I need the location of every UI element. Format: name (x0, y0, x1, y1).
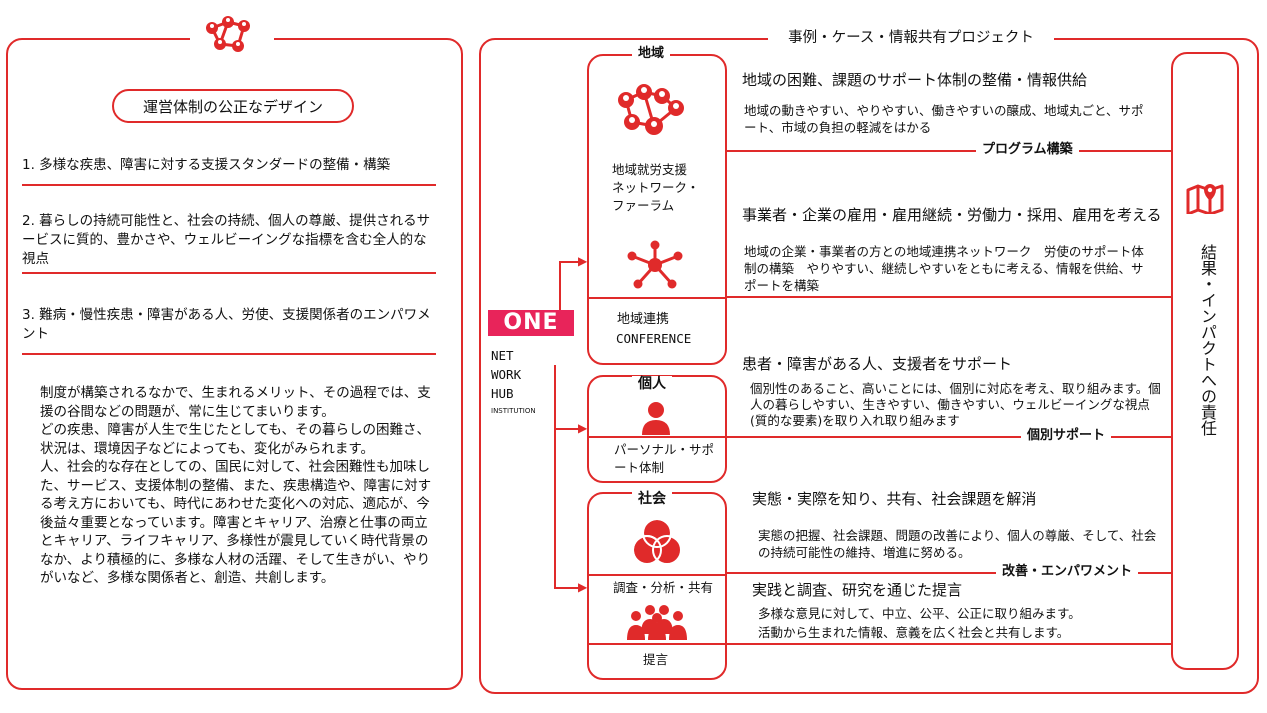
divider (22, 353, 436, 355)
one-logo: ONE (488, 310, 574, 336)
individual-label: パーソナル・サポート体制 (614, 442, 715, 475)
conference-label-1: 地域連携 (617, 312, 670, 327)
individual-tag: 個人 (632, 376, 672, 392)
left-panel-title-text: 運営体制の公正なデザイン (142, 97, 323, 116)
left-panel-title: 運営体制の公正なデザイン (112, 89, 354, 123)
region-line-2 (727, 296, 1171, 298)
right-panel-title: 事例・ケース・情報共有プロジェクト (768, 29, 1054, 47)
region-line-1 (727, 150, 1171, 152)
network-label-3: HUB (491, 386, 514, 401)
divider (22, 272, 436, 274)
connector (554, 365, 556, 588)
society-sub: 改善・エンパワメント (996, 564, 1139, 580)
individual-desc: 個別性のあること、高いことには、個別に対応を考え、取り組みます。個人の暮らしやす… (750, 381, 1161, 428)
map-pin-icon (1186, 182, 1224, 218)
result-box (1171, 52, 1239, 670)
person-icon (640, 401, 672, 439)
network-label-1: NET (491, 348, 514, 363)
society-heading-1: 実態・実際を知り、共有、社会課題を解消 (752, 490, 1037, 508)
society-label-2: 提言 (643, 652, 669, 667)
network-label-2: WORK (491, 367, 522, 382)
venn-diagram-icon (630, 516, 684, 574)
society-line-1 (727, 572, 1171, 574)
region-heading-2: 事業者・企業の雇用・雇用継続・労働力・採用、雇用を考える (742, 206, 1162, 224)
region-divider (589, 297, 725, 299)
hub-network-icon (626, 240, 684, 294)
connector (554, 428, 582, 430)
group-people-icon (626, 604, 688, 644)
arrow-right-icon: ▶ (578, 580, 588, 594)
region-heading-1: 地域の困難、課題のサポート体制の整備・情報供給 (742, 71, 1088, 89)
left-paragraph: 制度が構築されるなかで、生まれるメリット、その過程では、支援の谷間などの問題が、… (40, 385, 432, 586)
region-desc-2: 地域の企業・事業者の方との地域連携ネットワーク 労使のサポート体制の構築 やりや… (744, 244, 1144, 293)
society-divider-1 (589, 574, 725, 576)
region-sub-1: プログラム構築 (976, 142, 1079, 158)
left-item-3: 3. 難病・慢性疾患・障害がある人、労使、支援関係者のエンパワメント (22, 307, 431, 342)
left-item-2: 2. 暮らしの持続可能性と、社会の持続、個人の尊厳、提供されるサービスに質的、豊… (22, 213, 431, 267)
conference-label-2: CONFERENCE (616, 331, 692, 346)
society-heading-2: 実践と調査、研究を通じた提言 (752, 581, 963, 599)
institution-label: INSTITUTION (491, 407, 536, 415)
community-network-icon (610, 78, 690, 146)
society-label-1: 調査・分析・共有 (613, 580, 714, 595)
connector (554, 587, 582, 589)
left-panel (6, 38, 463, 690)
region-network-label: 地域就労支援 ネットワーク・ ファーラム (612, 162, 700, 213)
result-label: 結果・インパクトへの責任 (1198, 244, 1217, 436)
individual-line (727, 436, 1171, 438)
region-tag: 地域 (632, 46, 671, 62)
arrow-right-icon: ▶ (578, 421, 588, 435)
region-desc-1: 地域の動きやすい、やりやすい、働きやすいの醸成、地域丸ごと、サポート、市域の負担… (744, 103, 1144, 135)
society-desc-1: 実態の把握、社会課題、問題の改善により、個人の尊厳、そして、社会の持続可能性の維… (758, 528, 1157, 560)
divider (22, 184, 436, 186)
individual-sub: 個別サポート (1021, 428, 1112, 444)
individual-heading: 患者・障害がある人、支援者をサポート (742, 355, 1013, 373)
individual-divider (589, 436, 725, 438)
connector (559, 261, 581, 263)
society-desc-2b: 活動から生まれた情報、意義を広く社会と共有します。 (758, 625, 1070, 640)
society-tag: 社会 (632, 491, 672, 507)
network-people-icon (190, 10, 274, 62)
left-item-1: 1. 多様な疾患、障害に対する支援スタンダードの整備・構築 (22, 157, 391, 173)
arrow-right-icon: ▶ (578, 254, 588, 268)
society-divider-2 (589, 643, 725, 645)
society-line-2 (727, 643, 1171, 645)
connector (559, 262, 561, 310)
society-desc-2a: 多様な意見に対して、中立、公平、公正に取り組みます。 (758, 606, 1081, 621)
